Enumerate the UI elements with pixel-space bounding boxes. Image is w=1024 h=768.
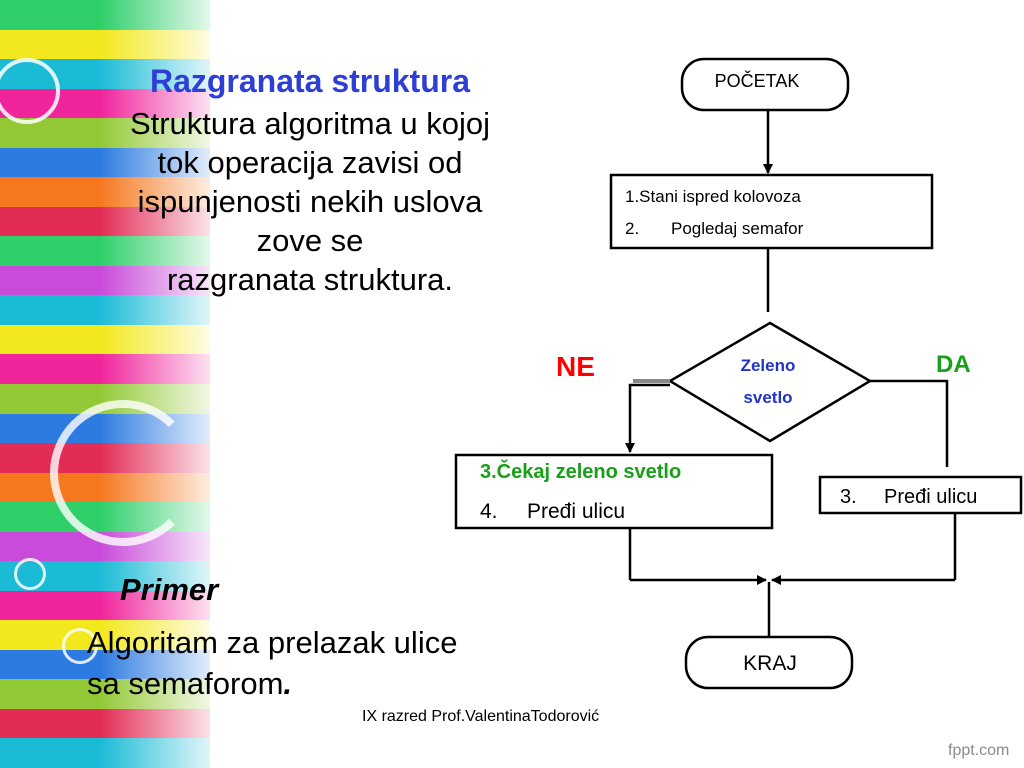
watermark: fppt.com <box>948 742 1010 759</box>
process-box-no-branch <box>454 453 774 530</box>
process-box-yes-branch <box>818 475 1023 515</box>
yes-branch-step-3-number: 3. <box>840 486 857 508</box>
decision-text-line-1: Zeleno <box>741 356 796 375</box>
process-box-steps-1-2 <box>609 173 934 250</box>
example-line-text: sa semaforom <box>87 666 284 701</box>
example-line: sa semaforom. <box>87 663 457 704</box>
yes-branch-label: DA <box>936 351 971 378</box>
no-branch-step-3: 3.Čekaj zeleno svetlo <box>480 459 681 483</box>
end-terminal <box>684 635 854 690</box>
definition-text: Struktura algoritma u kojoj tok operacij… <box>60 104 560 299</box>
step-1-text: 1.Stani ispred kolovoza <box>625 187 801 206</box>
example-title: Primer <box>120 572 219 607</box>
decision-text-line-2: svetlo <box>743 388 792 407</box>
bubble-decoration <box>0 58 60 124</box>
definition-line: Struktura algoritma u kojoj <box>129 106 491 141</box>
bubble-decoration <box>14 558 46 590</box>
decision-diamond <box>667 321 873 443</box>
no-branch-step-4-number: 4. <box>480 500 498 523</box>
definition-line: ispunjenosti nekih uslova <box>137 184 483 219</box>
start-label: POČETAK <box>715 70 800 91</box>
example-text: Algoritam za prelazak ulice sa semaforom… <box>87 622 457 704</box>
end-label: KRAJ <box>743 652 797 675</box>
definition-line: tok operacija zavisi od <box>157 145 463 180</box>
yes-branch-step-3-text: Pređi ulicu <box>884 486 977 508</box>
definition-text-block: Razgranata struktura Struktura algoritma… <box>60 64 560 299</box>
footer-credit: IX razred Prof.ValentinaTodorović <box>362 708 600 725</box>
start-terminal <box>680 57 850 112</box>
bubble-decoration <box>50 400 196 546</box>
no-branch-step-4-text: Pređi ulicu <box>527 500 625 523</box>
definition-line: zove se <box>256 223 364 258</box>
stripe-fade-overlay <box>100 0 340 768</box>
step-2-number: 2. <box>625 219 639 238</box>
example-end-mark: . <box>283 666 293 701</box>
no-branch-arrow <box>625 383 670 453</box>
example-line: Algoritam za prelazak ulice <box>87 625 458 660</box>
slide-title: Razgranata struktura <box>149 63 471 99</box>
step-2-text: Pogledaj semafor <box>671 219 804 238</box>
definition-line: razgranata struktura. <box>166 262 454 297</box>
bubble-decoration <box>62 628 98 664</box>
yes-branch-line <box>870 379 949 467</box>
no-branch-label: NE <box>556 351 595 382</box>
